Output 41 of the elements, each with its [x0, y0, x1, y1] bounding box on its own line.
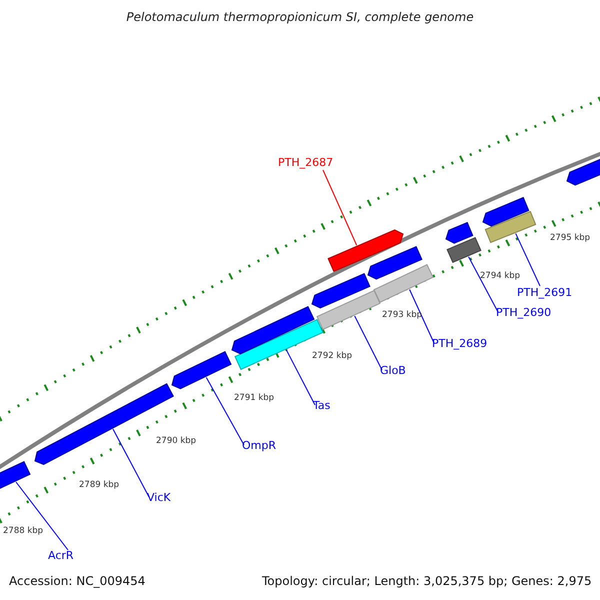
gene-segment: [482, 196, 530, 227]
genome-summary: Topology: circular; Length: 3,025,375 bp; Genes: 2,975: [262, 574, 592, 588]
accession-text: Accession: NC_009454: [9, 574, 146, 588]
gene-segment: [316, 290, 381, 330]
leader-line: [409, 288, 434, 344]
gene-label: AcrR: [48, 549, 74, 562]
gene-segment: [566, 158, 600, 186]
gene-label: PTH_2690: [496, 306, 552, 319]
leader-line: [16, 482, 68, 550]
gene-label: Tas: [313, 399, 330, 412]
gene-segment: [367, 246, 422, 280]
title: Pelotomaculum thermopropionicum SI, complete genome: [125, 10, 475, 24]
gene-segment: [328, 229, 404, 272]
gene-label: VicK: [147, 491, 171, 504]
scale-label: 2794 kbp: [480, 271, 520, 281]
gene-segment: [446, 236, 482, 264]
leader-line: [468, 256, 498, 312]
gene-segment: [0, 461, 31, 490]
gene-label: PTH_2689: [432, 337, 488, 350]
gene-segment: [445, 222, 474, 244]
scale-label: 2788 kbp: [3, 526, 44, 536]
gene-label: GloB: [380, 364, 406, 377]
gene-label: PTH_2687: [278, 156, 334, 169]
scale-label: 2793 kbp: [382, 310, 422, 320]
gene-segment: [484, 210, 536, 244]
leader-line: [354, 315, 382, 370]
leader-line: [112, 428, 150, 498]
gene-segment: [373, 264, 434, 303]
leader-line: [206, 376, 244, 446]
scale-label: 2789 kbp: [79, 480, 120, 490]
leader-line: [322, 170, 358, 246]
gene-label: OmpR: [242, 439, 276, 452]
gene-label: PTH_2691: [517, 286, 572, 299]
scale-label: 2795 kbp: [550, 233, 590, 243]
leader-line: [286, 349, 316, 406]
leader-line: [515, 233, 540, 286]
scale-label: 2791 kbp: [234, 393, 274, 403]
gene-segment: [171, 351, 232, 390]
scale-label: 2790 kbp: [156, 436, 196, 446]
scale-label: 2792 kbp: [312, 351, 352, 361]
gene-segment: [311, 272, 370, 309]
